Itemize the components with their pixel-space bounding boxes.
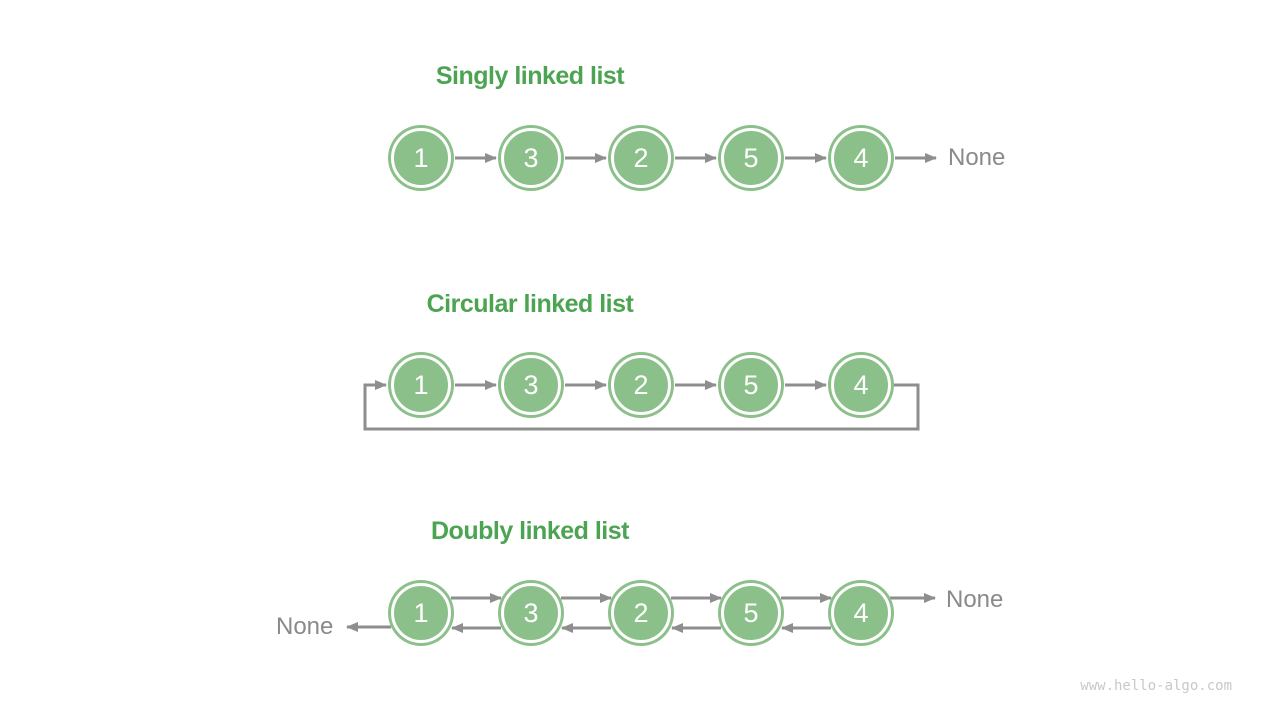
singly-none-label: None bbox=[948, 144, 1006, 171]
singly-node-4: 5 bbox=[721, 128, 781, 188]
singly-node-3: 2 bbox=[611, 128, 671, 188]
doubly-none-label-left: None bbox=[276, 613, 334, 640]
doubly-list-title: Doubly linked list bbox=[431, 517, 629, 545]
circular-loop-arrow-4-1 bbox=[363, 380, 920, 431]
doubly-node-2: 3 bbox=[501, 583, 561, 643]
circular-node-4: 5 bbox=[721, 355, 781, 415]
circular-list-title: Circular linked list bbox=[426, 290, 634, 318]
singly-list-title: Singly linked list bbox=[435, 62, 625, 90]
singly-node-2: 3 bbox=[501, 128, 561, 188]
doubly-node-3: 2 bbox=[611, 583, 671, 643]
watermark: www.hello-algo.com bbox=[1080, 678, 1232, 694]
doubly-none-label-right: None bbox=[946, 586, 1004, 613]
circular-node-3: 2 bbox=[611, 355, 671, 415]
singly-node-5: 4 bbox=[831, 128, 891, 188]
circular-node-1: 1 bbox=[391, 355, 451, 415]
doubly-node-4: 5 bbox=[721, 583, 781, 643]
doubly-node-5: 4 bbox=[831, 583, 891, 643]
circular-node-5: 4 bbox=[831, 355, 891, 415]
singly-node-1: 1 bbox=[391, 128, 451, 188]
circular-node-2: 3 bbox=[501, 355, 561, 415]
doubly-node-1: 1 bbox=[391, 583, 451, 643]
